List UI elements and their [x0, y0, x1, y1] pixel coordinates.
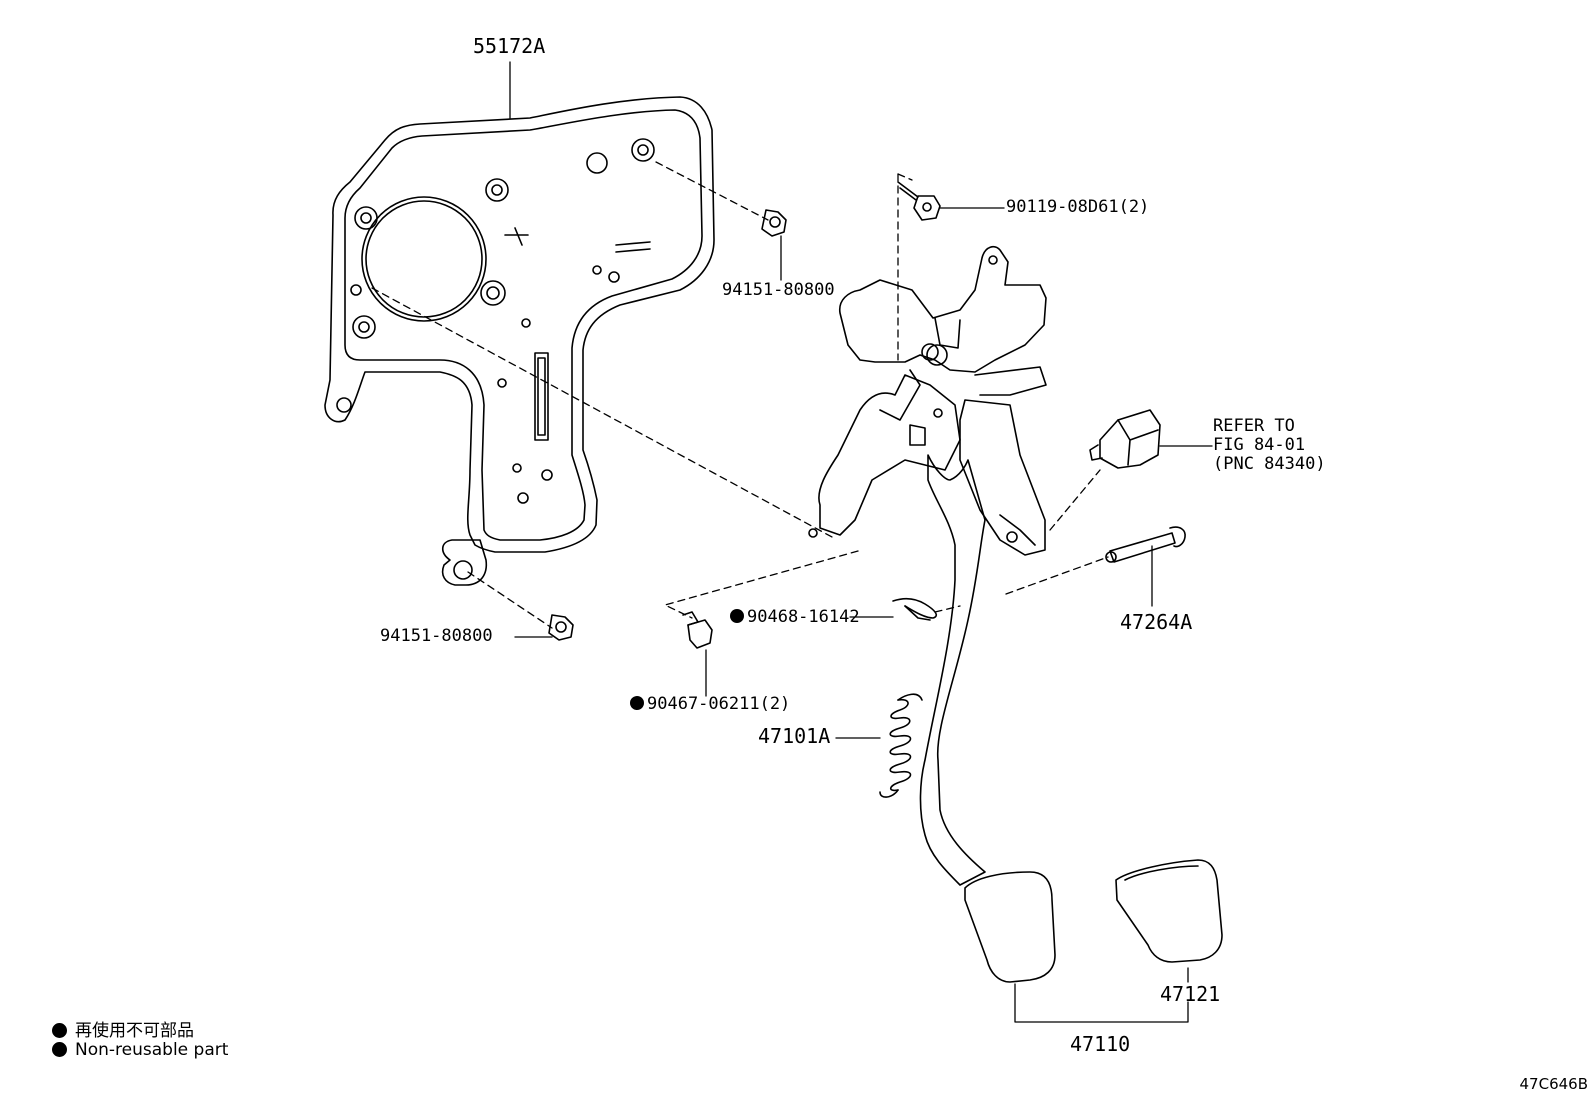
legend-dot-icon [52, 1023, 67, 1038]
pedal-arm [919, 454, 986, 886]
callout-47121: 47121 [1160, 982, 1221, 1006]
nut-upper-icon [761, 209, 787, 237]
callout-55172A: 55172A [473, 34, 546, 58]
callout-90468-16142: 90468-16142 [730, 609, 860, 626]
non-reusable-dot-icon [730, 609, 744, 623]
leader-lines [509, 61, 1213, 1023]
non-reusable-dot-icon [630, 696, 644, 710]
callout-90467-06211: 90467-06211(2) [630, 696, 790, 713]
legend-line-2: Non-reusable part [52, 1040, 228, 1060]
callout-47264A: 47264A [1120, 610, 1193, 634]
callout-90119-08D61: 90119-08D61(2) [1006, 197, 1150, 217]
refer-to-line-3: (PNC 84340) [1213, 454, 1326, 474]
pedal-bracket [324, 96, 715, 586]
legend-dot-icon [52, 1042, 67, 1057]
drawing-code: 47C646B [1519, 1075, 1588, 1093]
stop-lamp-switch-icon [1089, 409, 1161, 469]
refer-to-line-2: FIG 84-01 [1213, 435, 1306, 455]
bushing-icon [682, 611, 713, 649]
callout-94151-80800-upper: 94151-80800 [722, 280, 835, 300]
nut-lower-icon [548, 614, 574, 641]
clip-icon [892, 597, 937, 621]
pedal-pad-right [1115, 859, 1223, 963]
pedal-pad-left [964, 871, 1056, 983]
return-spring-icon [879, 693, 923, 798]
callout-94151-80800-lower: 94151-80800 [380, 626, 493, 646]
clevis-pin-icon [1105, 526, 1186, 563]
refer-to-line-1: REFER TO [1213, 416, 1295, 436]
assembly-lines [371, 161, 1109, 629]
legend-line-1: 再使用不可部品 [52, 1016, 194, 1041]
callout-47110: 47110 [1070, 1032, 1131, 1056]
pedal-support [808, 245, 1047, 556]
callout-47101A: 47101A [758, 724, 831, 748]
bolt-icon [897, 181, 941, 221]
